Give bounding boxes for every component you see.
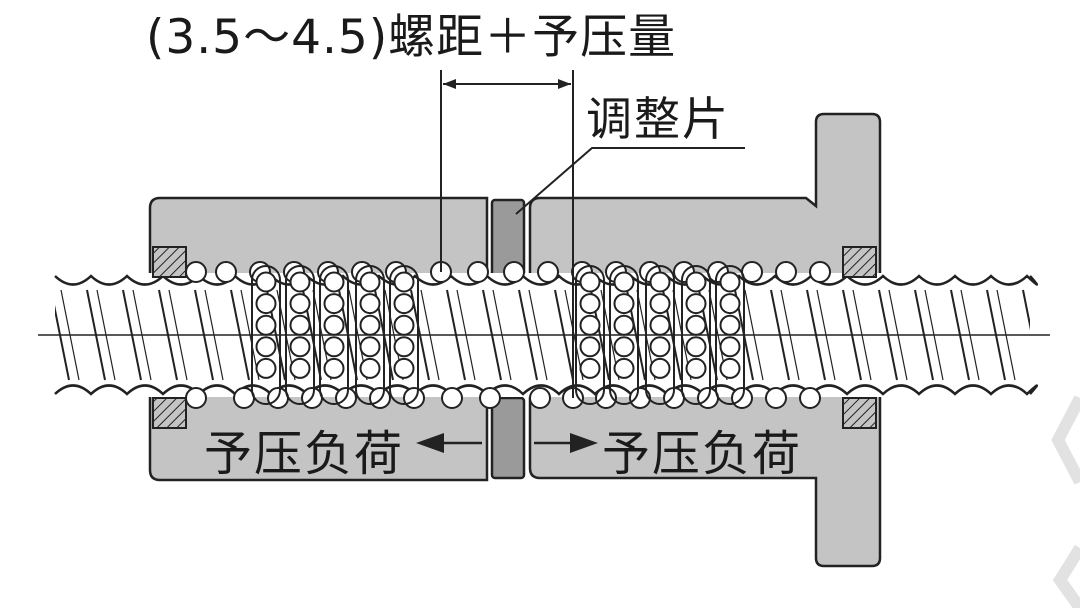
ball bbox=[719, 271, 741, 293]
ball bbox=[289, 336, 311, 358]
ball bbox=[741, 261, 763, 283]
ball bbox=[185, 387, 207, 409]
ball bbox=[233, 387, 255, 409]
preload-load-left-label: 予压负荷 bbox=[204, 426, 405, 482]
ball bbox=[393, 357, 415, 379]
ball bbox=[613, 336, 635, 358]
ball-return-loop bbox=[715, 265, 745, 405]
ball bbox=[629, 387, 651, 409]
ball bbox=[579, 357, 601, 379]
ball bbox=[579, 271, 601, 293]
ball bbox=[719, 336, 741, 358]
ball-return-loop bbox=[319, 265, 349, 405]
ball bbox=[255, 336, 277, 358]
watermark bbox=[1051, 395, 1080, 608]
ball bbox=[289, 293, 311, 315]
preload-arrows bbox=[416, 433, 598, 453]
ball bbox=[537, 261, 559, 283]
thread-line bbox=[1059, 290, 1077, 380]
ball bbox=[649, 293, 671, 315]
screw-shaft bbox=[15, 273, 1080, 397]
ball-return-loop bbox=[389, 265, 419, 405]
ball-circuits bbox=[185, 261, 831, 409]
ball bbox=[441, 387, 463, 409]
ball bbox=[775, 261, 797, 283]
ball bbox=[359, 314, 381, 336]
ball bbox=[255, 357, 277, 379]
ball bbox=[685, 314, 707, 336]
ball bbox=[579, 336, 601, 358]
ball bbox=[719, 314, 741, 336]
ball bbox=[685, 293, 707, 315]
preload-load-right-label: 予压负荷 bbox=[602, 426, 803, 482]
ball bbox=[765, 387, 787, 409]
shim-plate bbox=[490, 198, 526, 480]
ball bbox=[393, 336, 415, 358]
ball bbox=[359, 336, 381, 358]
ball bbox=[649, 314, 671, 336]
ball bbox=[529, 387, 551, 409]
ball bbox=[649, 271, 671, 293]
ball bbox=[685, 357, 707, 379]
dimension-lines bbox=[440, 70, 574, 398]
ball bbox=[685, 271, 707, 293]
ball bbox=[359, 357, 381, 379]
ball-return-loop bbox=[285, 265, 315, 405]
ball bbox=[403, 387, 425, 409]
ball bbox=[467, 261, 489, 283]
ball bbox=[719, 357, 741, 379]
ball bbox=[613, 314, 635, 336]
ball bbox=[359, 293, 381, 315]
ball bbox=[809, 261, 831, 283]
ball bbox=[613, 293, 635, 315]
ball bbox=[649, 336, 671, 358]
ball bbox=[255, 314, 277, 336]
ball bbox=[255, 271, 277, 293]
shim-leader bbox=[515, 147, 745, 215]
ball bbox=[579, 293, 601, 315]
ball bbox=[255, 293, 277, 315]
ball-return-loop bbox=[681, 265, 711, 405]
ball-return-loop bbox=[355, 265, 385, 405]
ball bbox=[215, 261, 237, 283]
ball bbox=[323, 293, 345, 315]
ball bbox=[479, 387, 501, 409]
ball bbox=[613, 357, 635, 379]
ball-return-loop bbox=[609, 265, 639, 405]
ball bbox=[289, 271, 311, 293]
ball bbox=[185, 261, 207, 283]
ball-return-loop bbox=[645, 265, 675, 405]
ball bbox=[323, 357, 345, 379]
ball bbox=[393, 293, 415, 315]
ball bbox=[503, 261, 525, 283]
thread-line bbox=[1069, 290, 1080, 380]
ball bbox=[799, 387, 821, 409]
thread-line bbox=[1022, 289, 1030, 331]
ball bbox=[323, 271, 345, 293]
ball bbox=[359, 271, 381, 293]
ball bbox=[579, 314, 601, 336]
ball bbox=[289, 357, 311, 379]
ball bbox=[323, 314, 345, 336]
ball bbox=[719, 293, 741, 315]
ball bbox=[649, 357, 671, 379]
ball bbox=[393, 314, 415, 336]
shim-label: 调整片 bbox=[586, 92, 730, 146]
ball bbox=[393, 271, 415, 293]
ball bbox=[289, 314, 311, 336]
ball bbox=[369, 387, 391, 409]
seals bbox=[152, 246, 877, 429]
ball-return-loop bbox=[251, 265, 281, 405]
thread-line bbox=[15, 290, 33, 380]
ball bbox=[323, 336, 345, 358]
ball bbox=[613, 271, 635, 293]
ball bbox=[685, 336, 707, 358]
ball-return-loop bbox=[575, 265, 605, 405]
preload-dimension-label: (3.5～4.5)螺距＋予压量 bbox=[146, 10, 677, 65]
